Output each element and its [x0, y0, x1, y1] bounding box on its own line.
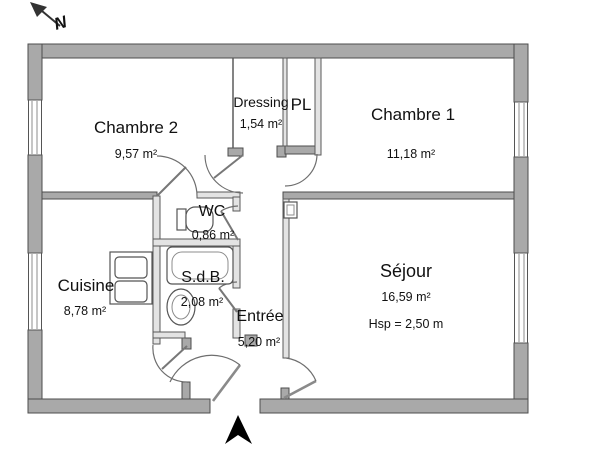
wall-segment	[282, 198, 290, 359]
room-area: 11,18 m²	[387, 147, 435, 161]
window-cuisine	[28, 252, 42, 331]
window-chambre2	[28, 99, 42, 156]
wall-segment	[282, 191, 515, 200]
wall-segment	[41, 191, 158, 200]
room-name: Séjour	[380, 261, 432, 281]
wall-segment	[232, 308, 241, 339]
entrance-arrow-icon	[225, 415, 252, 444]
wall-segment	[27, 154, 43, 254]
room-area: 8,78 m²	[64, 304, 106, 318]
room-name: S.d.B.	[181, 269, 225, 286]
door-chambre1	[284, 153, 318, 187]
wall-segment	[282, 57, 288, 147]
wall-segment	[152, 331, 186, 339]
room-label-sejour: Séjour 16,59 m² Hsp = 2,50 m	[369, 261, 444, 331]
wall-segment	[27, 43, 529, 59]
partition-walls	[152, 57, 322, 359]
washbasin	[166, 288, 196, 326]
room-name: Chambre 2	[94, 118, 178, 137]
door-chambre2	[156, 155, 198, 197]
windows	[28, 99, 528, 344]
wall-segment	[152, 195, 161, 345]
door-cuisine	[152, 344, 188, 383]
room-area: 1,54 m²	[240, 117, 282, 131]
door-sejour	[283, 357, 317, 400]
wall-stub	[280, 387, 290, 400]
room-name: Entrée	[236, 308, 283, 325]
room-area: 2,08 m²	[181, 295, 223, 309]
wall-segment	[27, 398, 211, 414]
wall-segment	[513, 156, 529, 254]
chambre1-door-leaf	[284, 145, 318, 155]
toilet	[176, 206, 214, 233]
wall-segment	[232, 196, 241, 212]
door-wc	[220, 205, 239, 241]
wall-stub	[181, 381, 191, 400]
wall-stub	[244, 334, 258, 347]
room-name: Cuisine	[58, 276, 115, 295]
window-sejour	[514, 252, 528, 344]
kitchen-sink	[109, 251, 153, 305]
room-area: 0,86 m²	[192, 228, 234, 242]
room-label-pl: PL	[291, 95, 312, 114]
outer-walls	[27, 43, 529, 414]
north-arrow-icon: N	[30, 2, 70, 34]
door-dressing	[204, 154, 244, 194]
doors	[152, 153, 318, 402]
room-label-sdb: S.d.B. 2,08 m²	[181, 269, 225, 309]
room-label-dressing: Dressing 1,54 m²	[233, 94, 288, 131]
room-area: 5,20 m²	[238, 335, 280, 349]
room-area: 9,57 m²	[115, 147, 157, 161]
door-entrance	[169, 354, 242, 402]
fixtures	[109, 201, 298, 326]
wall-segment	[513, 43, 529, 103]
wall-stub	[227, 147, 244, 157]
wall-segment	[259, 398, 529, 414]
room-label-entree: Entrée 5,20 m²	[236, 308, 283, 349]
room-ceiling-height: Hsp = 2,50 m	[369, 317, 444, 331]
room-area: 16,59 m²	[381, 290, 430, 304]
radiator	[283, 201, 298, 219]
room-name: Dressing	[233, 94, 288, 110]
wall-segment	[152, 238, 241, 247]
room-label-chambre2: Chambre 2 9,57 m²	[94, 118, 178, 161]
wall-segment	[27, 43, 43, 101]
wall-stub	[181, 337, 192, 350]
room-name: WC	[199, 203, 226, 220]
bathtub	[166, 246, 234, 285]
window-chambre1	[514, 101, 528, 158]
room-label-wc: WC 0,86 m²	[192, 203, 234, 242]
wall-segment	[314, 57, 322, 156]
room-label-cuisine: Cuisine 8,78 m²	[58, 276, 115, 318]
room-name: PL	[291, 95, 312, 114]
room-label-chambre1: Chambre 1 11,18 m²	[371, 105, 455, 161]
north-label: N	[52, 12, 70, 34]
room-name: Chambre 1	[371, 105, 455, 124]
room-labels: Chambre 2 9,57 m² Dressing 1,54 m² PL Ch…	[58, 94, 455, 349]
